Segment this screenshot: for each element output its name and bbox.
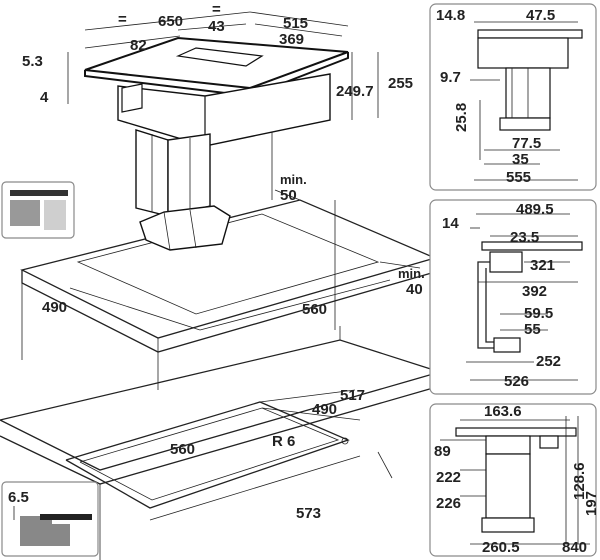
dim-front-offset: 82	[130, 37, 147, 54]
side-panel-1: 14.8 47.5 9.7 25.8 77.5 35 555	[429, 3, 597, 191]
dim-p3-d5: 128.6	[571, 462, 588, 500]
worktop-cutout	[76, 213, 380, 315]
dim-rebate-depth: 6.5	[8, 489, 29, 506]
dim-flush-cutout-width: 560	[170, 441, 195, 458]
dim-p2-d5: 392	[522, 283, 547, 300]
dim-flush-outer-width: 573	[296, 505, 321, 522]
dim-flush-cutout-depth: 490	[312, 401, 337, 418]
dim-corner-radius: R 6	[272, 433, 295, 450]
dim-p2-d8: 252	[536, 353, 561, 370]
dim-p1-d3: 77.5	[512, 135, 541, 152]
flush-inner-cutout	[79, 407, 340, 501]
dim-p2-d3: 23.5	[510, 229, 539, 246]
dim-width: 650	[158, 13, 183, 30]
dim-p3-d8: 840	[562, 539, 587, 556]
dim-p2-d6: 59.5	[524, 305, 553, 322]
dim-vent-width: 369	[279, 31, 304, 48]
dim-glass-thickness: 4	[40, 89, 49, 106]
dim-height-body: 249.7	[336, 83, 374, 100]
dim-p3-d3: 222	[436, 469, 461, 486]
dim-p2-d1: 14	[442, 215, 459, 232]
side-panel-3: 163.6 89 222 226 128.6 197 260.5 840	[429, 403, 600, 557]
dim-min-side: 50	[280, 187, 297, 204]
dim-vent-offset: 43	[208, 18, 225, 35]
dim-p1-d1: 9.7	[440, 69, 461, 86]
flush-detail-box: 6.5	[1, 481, 99, 557]
dim-depth: 515	[283, 15, 308, 32]
dim-flush-depth: 517	[340, 387, 365, 404]
dim-p1-d2: 25.8	[453, 103, 470, 132]
dim-p2-d4: 321	[530, 257, 555, 274]
flush-outer-cutout	[65, 401, 350, 509]
main-hob-view: = = 650 43 515 369 82 5.3 4 255 249.7 mi…	[20, 1, 437, 390]
duct-side	[167, 133, 211, 217]
equal-mark-left: =	[118, 11, 127, 28]
control-module	[121, 83, 143, 113]
dim-cutout-depth: 490	[42, 299, 67, 316]
duct-outlet	[139, 205, 231, 251]
label-min-front: min.	[398, 266, 425, 281]
dim-p3-d4: 226	[436, 495, 461, 512]
side-panel-2: 14 489.5 23.5 321 392 59.5 55 252 526	[429, 199, 597, 395]
dim-p2-d7: 55	[524, 321, 541, 338]
dim-p1-width: 47.5	[526, 7, 555, 24]
extractor-vent	[175, 47, 264, 67]
label-min-side: min.	[280, 172, 307, 187]
dim-glass-top: 5.3	[22, 53, 43, 70]
dim-p1-offset: 14.8	[436, 7, 465, 24]
dim-height-total: 255	[388, 75, 413, 92]
dim-min-front: 40	[406, 281, 423, 298]
equal-mark-right: =	[212, 1, 221, 18]
dim-p3-d7: 260.5	[482, 539, 520, 556]
dim-p3-d1: 163.6	[484, 403, 522, 420]
dim-p3-d6: 197	[583, 491, 600, 516]
dim-cutout-width: 560	[302, 301, 327, 318]
legend-box-surface	[1, 181, 75, 239]
dim-p1-d5: 555	[506, 169, 531, 186]
dim-p3-d2: 89	[434, 443, 451, 460]
dim-p2-d2: 489.5	[516, 201, 554, 218]
dim-p1-d4: 35	[512, 151, 529, 168]
dim-p2-d9: 526	[504, 373, 529, 390]
